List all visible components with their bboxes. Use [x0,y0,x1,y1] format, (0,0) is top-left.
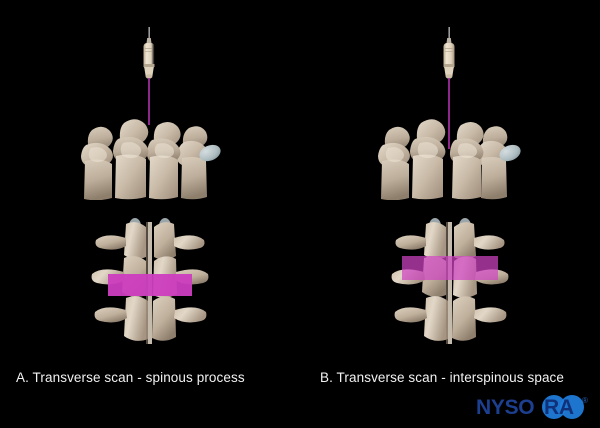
cartilage-disc-a [199,144,221,162]
ultrasound-transducer-a [143,27,155,79]
lateral-view-b [362,24,538,200]
vertebrae-posterior-b [391,218,509,344]
posterior-view-a [80,216,220,352]
nysora-logo: NYSO RA ® [476,394,592,420]
panel-a: A. Transverse scan - spinous process [16,24,245,385]
posterior-view-b [380,216,520,352]
svg-text:®: ® [582,396,588,405]
ultrasound-transducer-b [443,27,455,79]
caption-panel-a: A. Transverse scan - spinous process [16,370,245,385]
lateral-view-a [62,24,238,200]
caption-panel-b: B. Transverse scan - interspinous space [320,370,565,385]
scan-band-b [402,256,498,280]
panel-b: B. Transverse scan - interspinous space … [300,0,600,428]
vertebrae-lateral-a [81,119,221,200]
logo-highlight-circle [542,395,566,419]
cartilage-disc-b [499,144,521,162]
scan-band-a [108,274,192,296]
svg-text:RA: RA [544,396,574,419]
vertebrae-lateral-b [378,119,521,200]
svg-text:NYSO: NYSO [476,396,534,419]
